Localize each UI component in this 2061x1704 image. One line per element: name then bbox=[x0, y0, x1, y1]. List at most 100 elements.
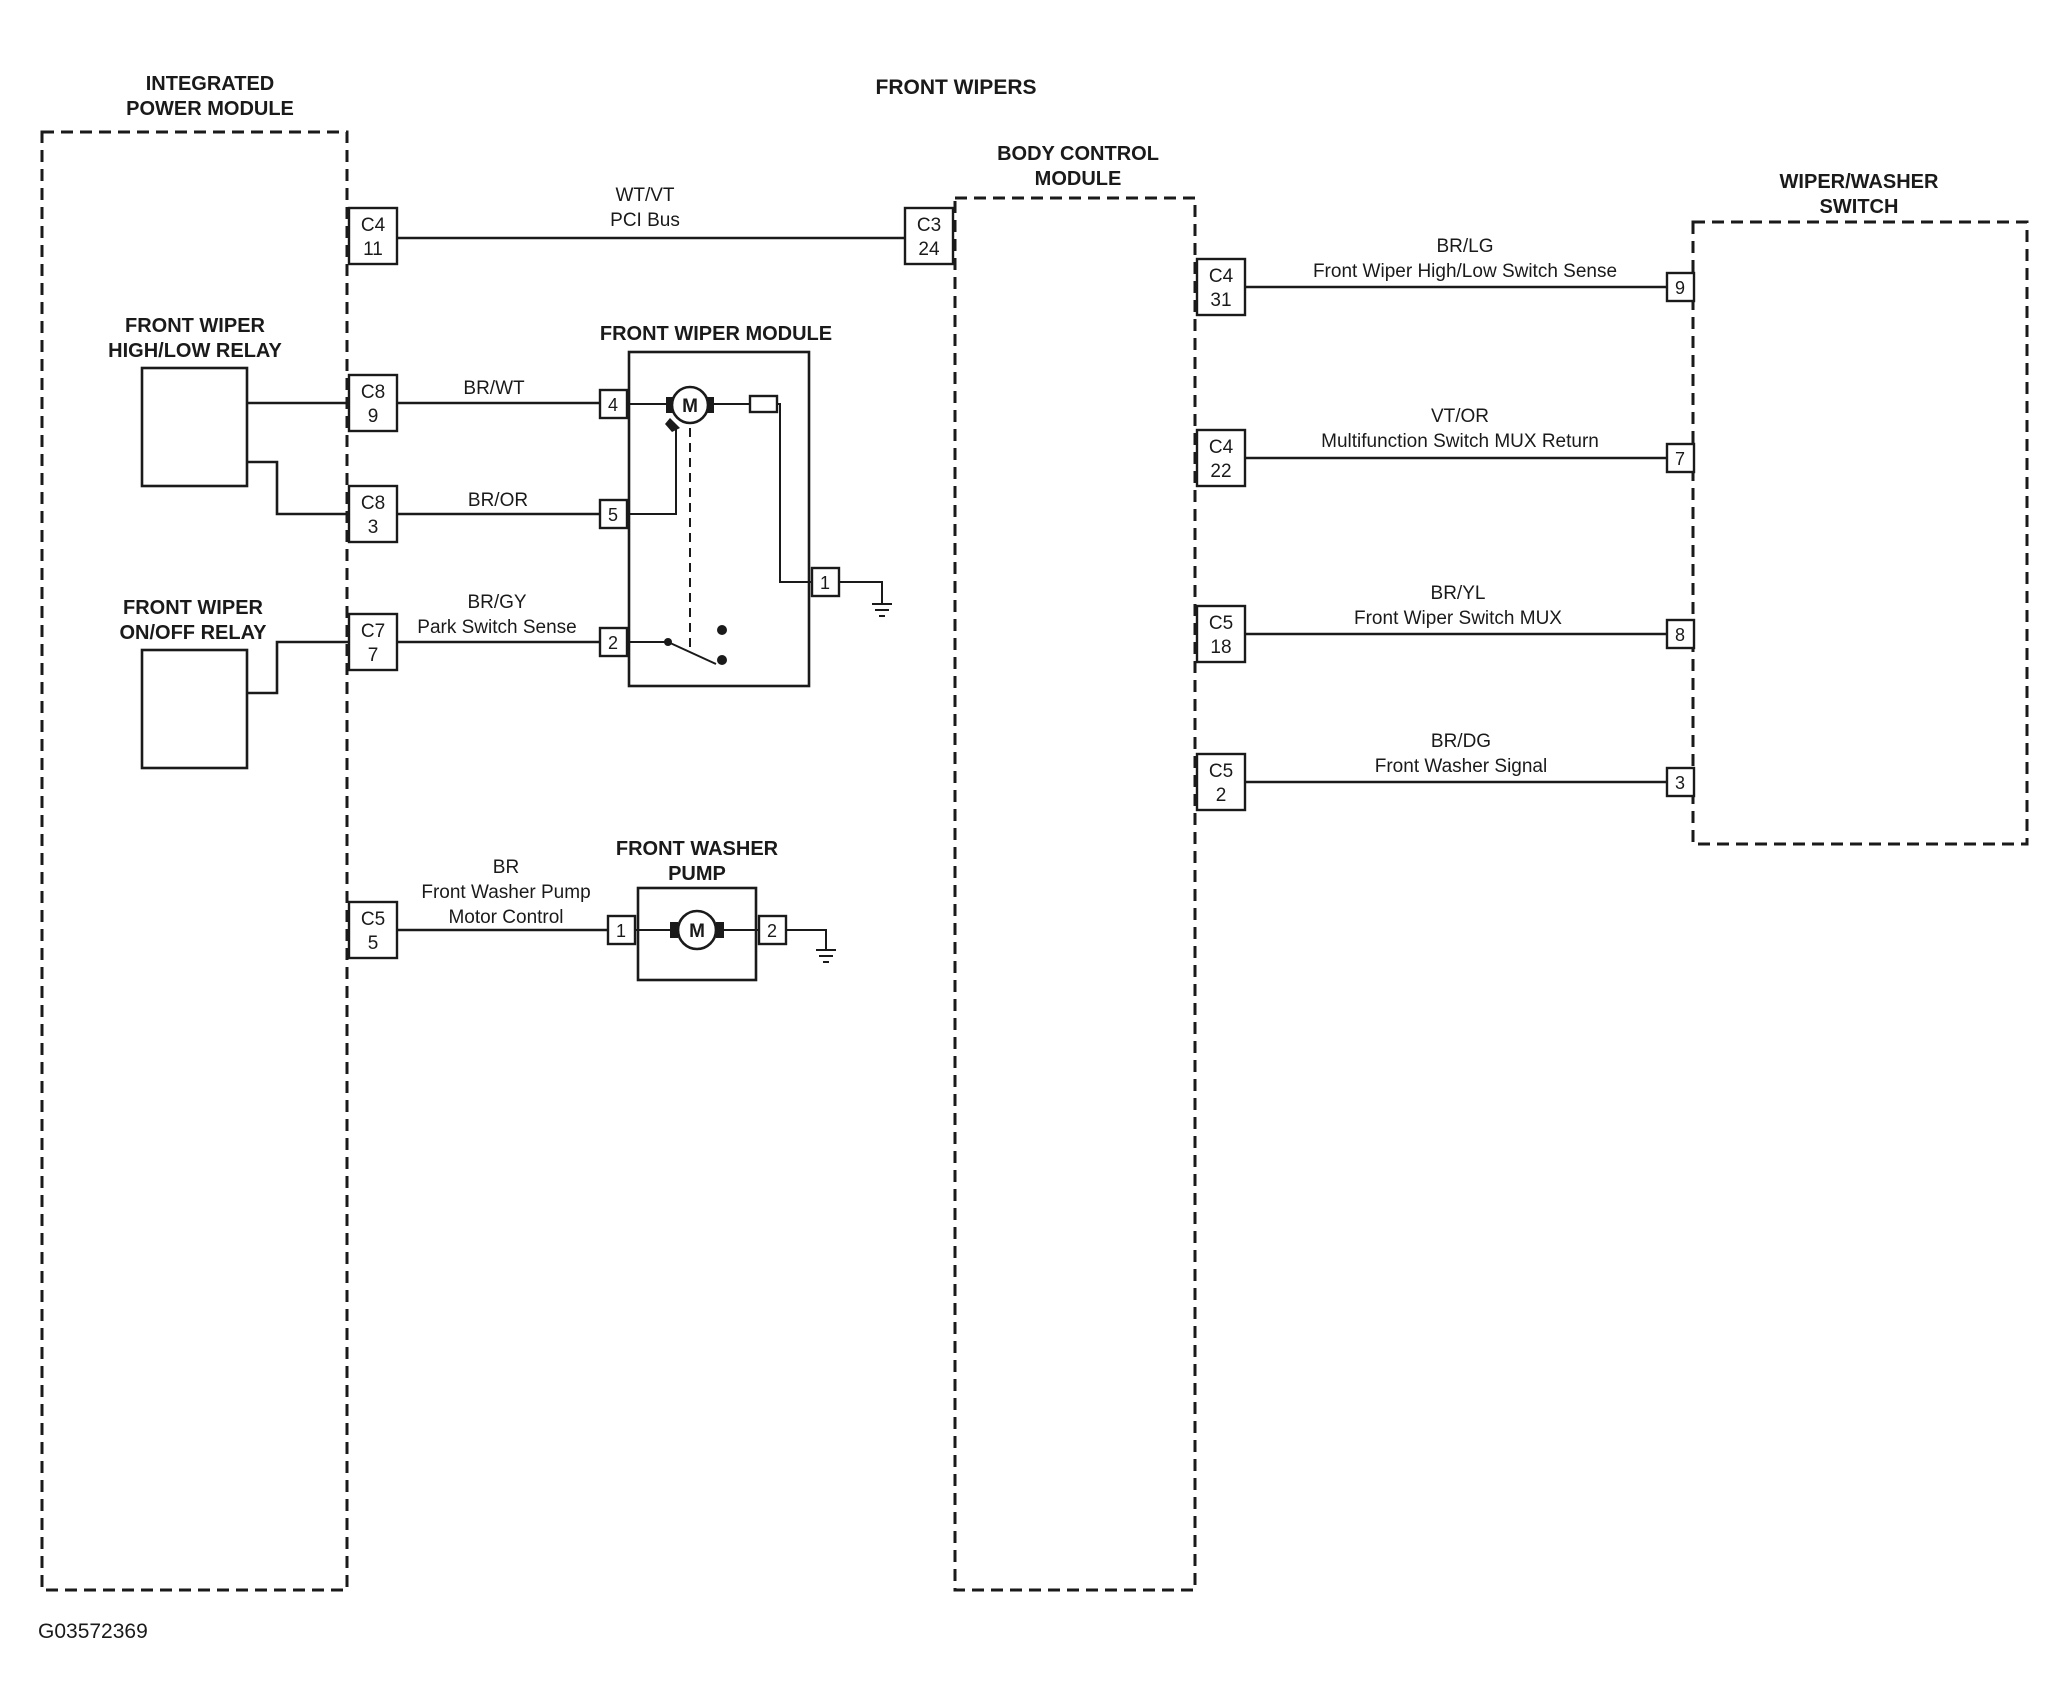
wm-pin-1 bbox=[810, 566, 841, 598]
onoff-relay-label-line2: ON/OFF RELAY bbox=[119, 622, 267, 644]
ipm-c4-11-connector bbox=[347, 206, 399, 266]
ipm-c4-11-conn: C4 bbox=[361, 215, 386, 236]
ipm-c5-5-conn: C5 bbox=[361, 909, 385, 930]
br-yl-desc: Front Wiper Switch MUX bbox=[1354, 608, 1562, 629]
ipm-c7-7: C7 7 bbox=[347, 612, 399, 672]
bcm-label-line2: MODULE bbox=[1035, 168, 1122, 190]
wp-motor-brush-left bbox=[670, 922, 678, 938]
ipm-label-line1: INTEGRATED bbox=[146, 73, 275, 95]
br-desc-line2: Motor Control bbox=[448, 907, 563, 928]
washer-pump-label-line1: FRONT WASHER bbox=[616, 838, 779, 860]
vt-or-color: VT/OR bbox=[1431, 406, 1489, 427]
bcm-c3-24-pin: 24 bbox=[918, 239, 940, 260]
onoff-relay-to-c7-7 bbox=[247, 640, 349, 695]
ipm-c7-7-conn: C7 bbox=[361, 621, 385, 642]
wm-park-switch-arm bbox=[667, 641, 717, 665]
bcm-c5-18-connector bbox=[1195, 604, 1247, 664]
br-wt-color: BR/WT bbox=[463, 378, 525, 399]
switch-label-line1: WIPER/WASHER bbox=[1780, 171, 1939, 193]
bcm-c4-22-pin: 22 bbox=[1210, 461, 1231, 482]
ipm-outline bbox=[40, 130, 349, 1592]
sw-pin-3 bbox=[1665, 766, 1696, 798]
ipm-c5-5-pin: 5 bbox=[368, 933, 379, 954]
wp-motor-brush-right bbox=[716, 922, 724, 938]
sw-pin-7 bbox=[1665, 442, 1696, 474]
br-dg-color: BR/DG bbox=[1431, 731, 1491, 752]
bcm-c4-31-conn: C4 bbox=[1209, 266, 1234, 287]
body-control-module: BODY CONTROL MODULE bbox=[953, 143, 1197, 1592]
bcm-c4-31-connector bbox=[1195, 257, 1247, 317]
ipm-c8-3: C8 3 bbox=[347, 484, 399, 544]
br-yl-circuit: BR/YL Front Wiper Switch MUX C5 18 8 bbox=[1195, 583, 1696, 664]
wm-motor-brush-left bbox=[666, 397, 674, 413]
wm-pin-5-label: 5 bbox=[608, 505, 618, 525]
wm-internal-1 bbox=[777, 403, 812, 583]
br-desc-line1: Front Washer Pump bbox=[421, 882, 590, 903]
pci-wire-color: WT/VT bbox=[615, 185, 674, 206]
ipm-c8-3-connector bbox=[347, 484, 399, 544]
br-gy-color: BR/GY bbox=[467, 592, 526, 613]
wp-motor-icon bbox=[676, 909, 718, 951]
br-gy-desc: Park Switch Sense bbox=[417, 617, 576, 638]
wm-pin-5 bbox=[598, 498, 629, 530]
wm-pin-4-label: 4 bbox=[608, 395, 618, 415]
pci-wire-desc: PCI Bus bbox=[610, 210, 680, 231]
bcm-c4-22-connector bbox=[1195, 428, 1247, 488]
bcm-c3-24-connector bbox=[903, 206, 955, 266]
sw-pin-3-label: 3 bbox=[1675, 773, 1685, 793]
br-color: BR bbox=[493, 857, 519, 878]
bcm-c5-2-pin: 2 bbox=[1216, 785, 1227, 806]
ipm-c7-7-connector bbox=[347, 612, 399, 672]
sw-pin-7-label: 7 bbox=[1675, 449, 1685, 469]
washer-pump-label-line2: PUMP bbox=[668, 863, 726, 885]
integrated-power-module: INTEGRATED POWER MODULE bbox=[40, 73, 349, 1592]
diagram-title: FRONT WIPERS bbox=[876, 76, 1037, 99]
sw-pin-8-label: 8 bbox=[1675, 625, 1685, 645]
hl-relay-label-line1: FRONT WIPER bbox=[125, 315, 266, 337]
ipm-c4-11-pin: 11 bbox=[363, 239, 383, 260]
wm-pin-2-label: 2 bbox=[608, 633, 618, 653]
switch-outline bbox=[1691, 220, 2029, 846]
wm-park-plate bbox=[748, 394, 779, 414]
sw-pin-8 bbox=[1665, 618, 1696, 650]
br-or-color: BR/OR bbox=[468, 490, 528, 511]
br-lg-circuit: BR/LG Front Wiper High/Low Switch Sense … bbox=[1195, 236, 1696, 317]
br-dg-desc: Front Washer Signal bbox=[1375, 756, 1547, 777]
br-yl-color: BR/YL bbox=[1431, 583, 1486, 604]
wm-internal-5 bbox=[627, 427, 677, 515]
ipm-c5-5-connector bbox=[347, 900, 399, 960]
onoff-relay-label-line1: FRONT WIPER bbox=[123, 597, 264, 619]
ipm-c8-9: C8 9 bbox=[347, 373, 399, 433]
br-dg-circuit: BR/DG Front Washer Signal C5 2 3 bbox=[1195, 731, 1696, 812]
wm-motor-icon bbox=[670, 385, 710, 425]
wm-park-contact-lower bbox=[717, 655, 727, 665]
wiper-module-box bbox=[627, 350, 811, 688]
bcm-c5-2-conn: C5 bbox=[1209, 761, 1233, 782]
front-wiper-on-off-relay: FRONT WIPER ON/OFF RELAY bbox=[119, 597, 267, 770]
front-washer-pump: FRONT WASHER PUMP BR Front Washer Pump M… bbox=[397, 838, 836, 982]
onoff-relay-box bbox=[140, 648, 249, 770]
br-lg-color: BR/LG bbox=[1436, 236, 1493, 257]
bcm-outline bbox=[953, 196, 1197, 1592]
figure-id: G03572369 bbox=[38, 1620, 148, 1643]
ipm-c8-9-connector bbox=[347, 373, 399, 433]
bcm-label-line1: BODY CONTROL bbox=[997, 143, 1159, 165]
wp-ground-wire bbox=[786, 929, 827, 950]
ipm-c8-9-pin: 9 bbox=[368, 406, 379, 427]
br-lg-desc: Front Wiper High/Low Switch Sense bbox=[1313, 261, 1617, 282]
switch-label-line2: SWITCH bbox=[1820, 196, 1899, 218]
wp-pin-2-label: 2 bbox=[767, 921, 777, 941]
vt-or-circuit: VT/OR Multifunction Switch MUX Return C4… bbox=[1195, 406, 1696, 488]
hl-relay-to-c8-3 bbox=[247, 460, 349, 516]
wm-park-contact-upper bbox=[717, 625, 727, 635]
sw-pin-9 bbox=[1665, 271, 1696, 303]
vt-or-desc: Multifunction Switch MUX Return bbox=[1321, 431, 1599, 452]
bcm-c4-31-pin: 31 bbox=[1210, 290, 1231, 311]
wm-motor-brush-right bbox=[706, 397, 714, 413]
hl-relay-label-line2: HIGH/LOW RELAY bbox=[108, 340, 282, 362]
bcm-c5-18-pin: 18 bbox=[1210, 637, 1231, 658]
wm-motor-shaft bbox=[665, 418, 680, 432]
ipm-c5-5: C5 5 bbox=[347, 900, 399, 960]
ipm-label-line2: POWER MODULE bbox=[126, 98, 294, 120]
